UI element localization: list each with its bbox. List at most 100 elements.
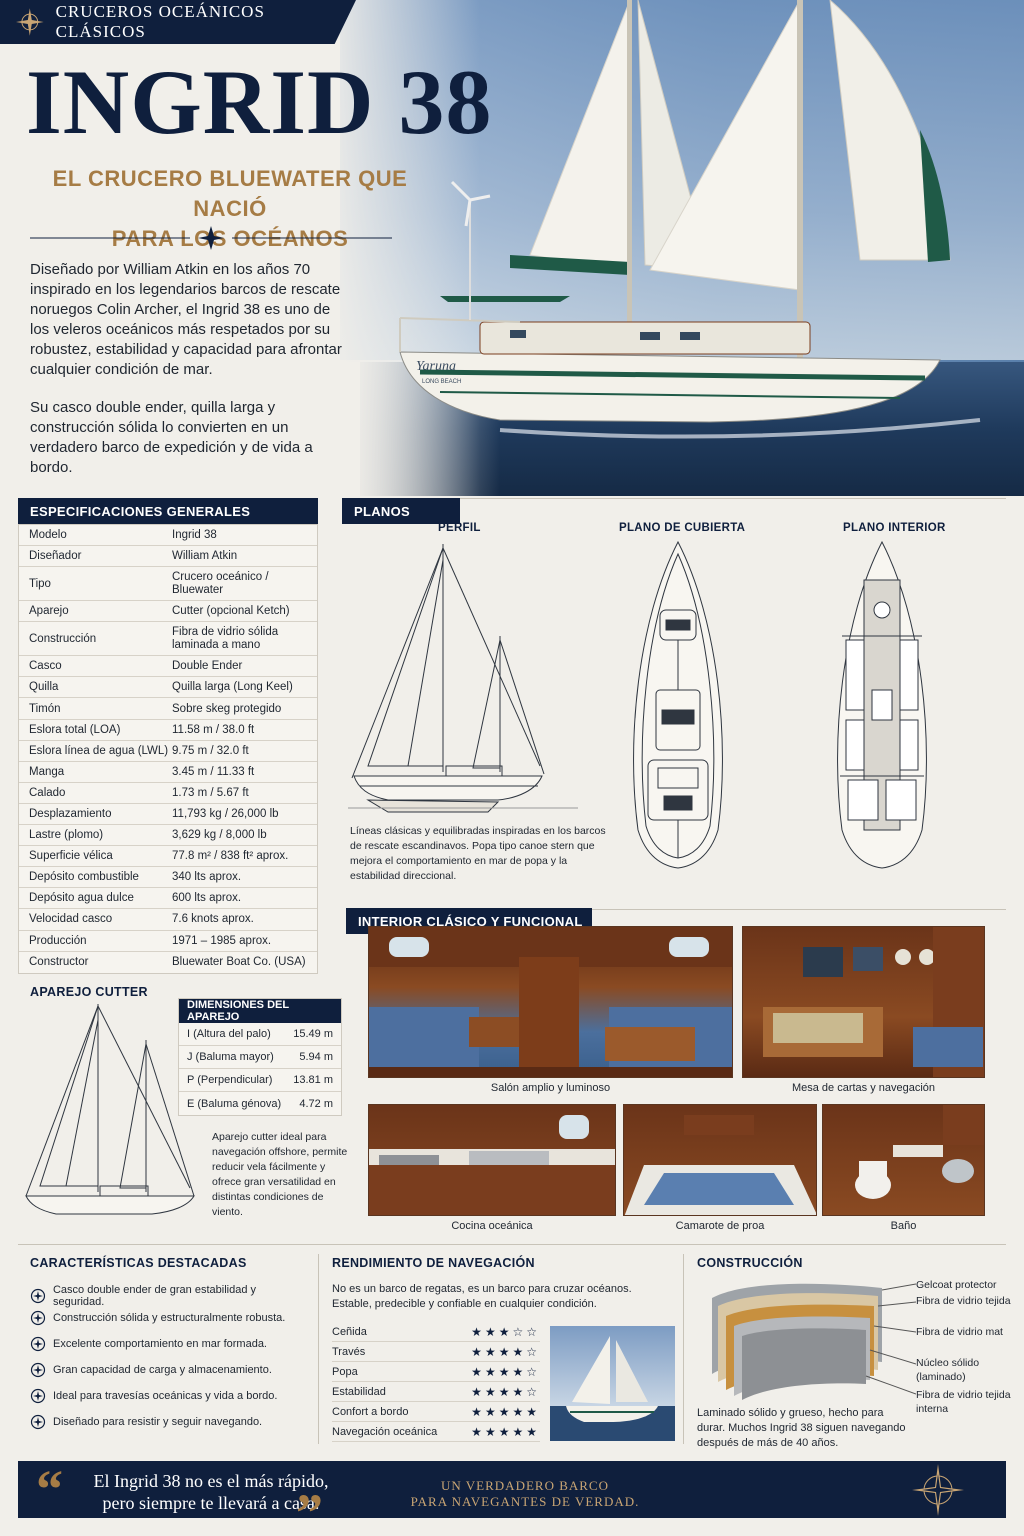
spec-value: 9.75 m / 32.0 ft <box>172 744 249 757</box>
star-filled-icon: ★ <box>498 1364 513 1379</box>
construction-title: CONSTRUCCIÓN <box>697 1256 803 1270</box>
spec-key: Construcción <box>29 632 97 645</box>
star-empty-icon: ☆ <box>526 1344 540 1359</box>
spec-key: Velocidad casco <box>29 913 113 926</box>
rig-key: E (Baluma génova) <box>187 1097 282 1110</box>
laminate-layer-label: Gelcoat protector <box>916 1279 997 1291</box>
intro-paragraph-1: Diseñado por William Atkin en los años 7… <box>30 261 342 378</box>
spec-value: Sobre skeg protegido <box>172 702 282 715</box>
feature-text: Ideal para travesías oceánicas y vida a … <box>53 1390 278 1402</box>
performance-intro: No es un barco de regatas, es un barco p… <box>332 1283 632 1310</box>
spec-value: Bluewater Boat Co. (USA) <box>172 956 306 969</box>
footer-slogan: UN VERDADERO BARCO PARA NAVEGANTES DE VE… <box>400 1478 650 1510</box>
close-quote-icon: ” <box>296 1483 323 1536</box>
plan-profile-label: PERFIL <box>438 522 481 534</box>
star-filled-icon: ★ <box>484 1384 499 1399</box>
rig-row: J (Baluma mayor) 5.94 m <box>179 1046 341 1069</box>
star-filled-icon: ★ <box>484 1324 499 1339</box>
hero-section: Yaruna LONG BEACH CRUCEROS OCEÁNICOS CLÁ… <box>0 0 1024 496</box>
open-quote-icon: “ <box>36 1459 63 1519</box>
spec-value: William Atkin <box>172 550 238 563</box>
cargo-icon <box>30 1362 46 1378</box>
features-title: CARACTERÍSTICAS DESTACADAS <box>30 1256 247 1270</box>
quote-line-1: El Ingrid 38 no es el más rápido, <box>93 1471 329 1491</box>
photo-bathroom <box>822 1104 985 1216</box>
spec-value: 77.8 m² / 838 ft² aprox. <box>172 850 289 863</box>
performance-boat-photo <box>550 1326 675 1441</box>
specs-title: ESPECIFICACIONES GENERALES <box>30 503 251 519</box>
spec-value: 11,793 kg / 26,000 lb <box>172 807 279 820</box>
star-filled-icon: ★ <box>484 1344 499 1359</box>
star-filled-icon: ★ <box>471 1424 485 1439</box>
spec-key: Depósito agua dulce <box>29 892 134 905</box>
plan-deck-label: PLANO DE CUBIERTA <box>619 522 746 534</box>
spec-value: 1971 – 1985 aprox. <box>172 934 272 947</box>
performance-row: Popa★★★★☆ <box>332 1362 540 1382</box>
rig-row: I (Altura del palo)15.49 m <box>179 1023 341 1046</box>
spec-key: Constructor <box>29 956 89 969</box>
star-empty-icon: ☆ <box>526 1324 540 1339</box>
photo-salon-caption: Salón amplio y luminoso <box>490 1082 611 1094</box>
plans-title: PLANOS <box>354 503 410 519</box>
performance-row: Confort a bordo ★★★★★ <box>332 1402 540 1422</box>
star-filled-icon: ★ <box>512 1364 527 1379</box>
photo-galley-caption: Cocina oceánica <box>451 1220 533 1232</box>
intro-paragraph-2: Su casco double ender, quilla larga y co… <box>30 399 313 476</box>
star-filled-icon: ★ <box>498 1424 513 1439</box>
feature-item: Excelente comportamiento en mar formada. <box>30 1336 310 1352</box>
plans-header: PLANOS <box>342 498 460 524</box>
spec-key: Eslora línea de agua (LWL) <box>29 744 169 757</box>
star-filled-icon: ★ <box>471 1364 485 1379</box>
rig-key: J (Baluma mayor) <box>187 1051 274 1063</box>
spec-key: Eslora total (LOA) <box>29 723 121 736</box>
bottom-rule <box>18 1244 1006 1245</box>
star-rating: ★★★★☆ <box>471 1385 540 1399</box>
spec-row: Eslora línea de agua (LWL)9.75 m / 32.0 … <box>19 741 317 762</box>
rig-value: 5.94 m <box>299 1051 333 1063</box>
rig-value: 15.49 m <box>293 1028 333 1040</box>
spec-key: Depósito combustible <box>29 871 139 884</box>
page-title: INGRID 38 <box>26 51 493 153</box>
star-filled-icon: ★ <box>512 1344 527 1359</box>
intro-text: Diseñado por William Atkin en los años 7… <box>30 260 350 496</box>
feature-item: Ideal para travesías oceánicas y vida a … <box>30 1388 310 1404</box>
star-filled-icon: ★ <box>484 1364 499 1379</box>
laminate-layer-label: Fibra de vidrio mat <box>916 1326 1003 1338</box>
laminate-layer-label: Fibra de vidrio tejida interna <box>916 1389 1011 1415</box>
spec-row: Eslora total (LOA)11.58 m / 38.0 ft <box>19 720 317 741</box>
spec-row: Desplazamiento 11,793 kg / 26,000 lb <box>19 804 317 826</box>
photo-bathroom-caption: Baño <box>890 1220 917 1232</box>
star-filled-icon: ★ <box>498 1404 513 1419</box>
spec-key: Lastre (plomo) <box>29 829 104 842</box>
spec-value: 3.45 m / 11.33 ft <box>172 765 255 778</box>
top-banner: CRUCEROS OCEÁNICOS CLÁSICOS <box>0 0 356 44</box>
performance-row: Ceñida★★★☆☆ <box>332 1322 540 1342</box>
performance-label: Confort a bordo <box>332 1405 409 1418</box>
spec-value: Quilla larga (Long Keel) <box>172 681 293 694</box>
spec-key: Timón <box>29 702 61 715</box>
spec-key: Desplazamiento <box>29 807 112 820</box>
spec-row: Constructor Bluewater Boat Co. (USA) <box>19 952 317 973</box>
feature-text: Gran capacidad de carga y almacenamiento… <box>53 1364 272 1376</box>
rig-title: APAREJO CUTTER <box>30 985 148 999</box>
interior-title: INTERIOR CLÁSICO Y FUNCIONAL <box>358 913 583 929</box>
profile-drawing <box>348 544 578 813</box>
star-filled-icon: ★ <box>498 1344 513 1359</box>
spec-key: Tipo <box>29 577 51 590</box>
star-rating: ★★★★★ <box>471 1405 540 1419</box>
star-rating: ★★★★☆ <box>471 1365 540 1379</box>
photo-chart-table-caption: Mesa de cartas y navegación <box>791 1082 936 1094</box>
rig-value: 4.72 m <box>299 1097 333 1110</box>
photo-forward-cabin <box>623 1104 817 1216</box>
compass-star-icon <box>198 226 224 250</box>
